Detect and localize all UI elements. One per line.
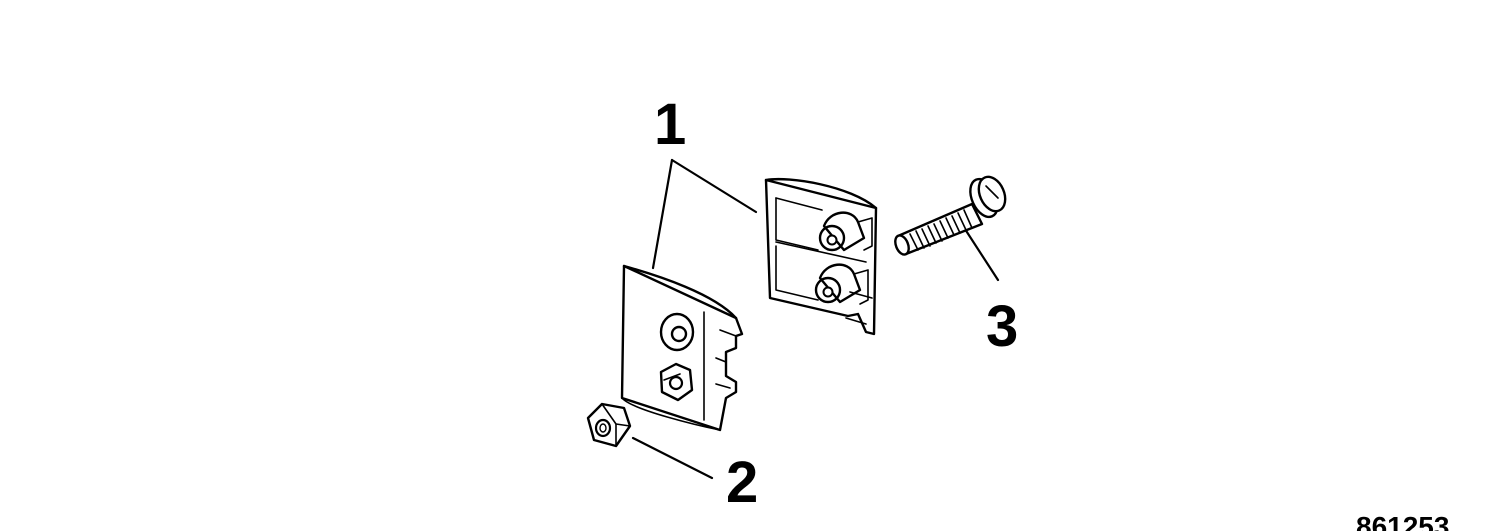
- cable-clamp-rear-half: [764, 177, 878, 336]
- leader-3-to-screw: [961, 224, 1000, 282]
- hex-nut: [586, 402, 632, 448]
- callout-1-label: 1: [654, 92, 686, 157]
- callout-3-label: 3: [986, 294, 1018, 359]
- cable-clamp-front-half: [620, 264, 744, 432]
- leader-1-to-clamp-rear: [670, 158, 758, 214]
- figure-number: 861253: [1356, 511, 1449, 531]
- callout-2-label: 2: [726, 450, 758, 515]
- leader-lines: [631, 158, 1000, 480]
- leader-2-to-nut: [631, 436, 714, 480]
- screw: [894, 175, 1007, 256]
- leader-1-to-clamp-front: [651, 158, 674, 270]
